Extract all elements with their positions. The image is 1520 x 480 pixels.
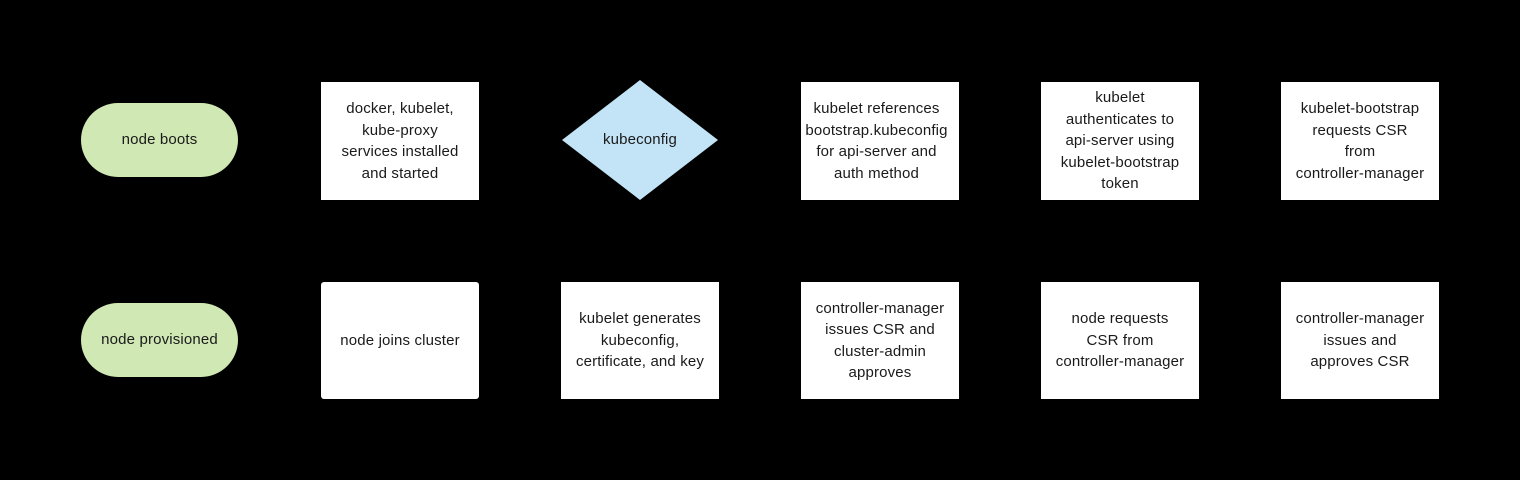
flow-node-label: node joins cluster: [340, 331, 460, 349]
flow-node-cm-issues-csr[interactable]: controller-manager issues CSR and cluste…: [801, 282, 959, 399]
flow-node-cm-issues-approves[interactable]: controller-manager issues and approves C…: [1281, 282, 1439, 399]
flow-node-node-joins-cluster[interactable]: node joins cluster: [321, 282, 479, 399]
flow-node-label: docker, kubelet, kube-proxy services ins…: [341, 100, 459, 182]
flow-node-label: kubelet generates kubeconfig, certificat…: [575, 310, 705, 371]
flow-node-kubelet-references[interactable]: kubelet references bootstrap.kubeconfig …: [801, 82, 959, 200]
flow-node-node-boots[interactable]: node boots: [81, 103, 238, 177]
flow-node-node-requests-csr[interactable]: node requests CSR from controller-manage…: [1041, 282, 1199, 399]
flow-node-label: node provisioned: [101, 331, 218, 349]
flow-node-bootstrap-requests-csr[interactable]: kubelet-bootstrap requests CSR from cont…: [1281, 82, 1439, 200]
flow-node-label: controller-manager issues CSR and cluste…: [815, 299, 945, 382]
flow-node-label: controller-manager issues and approves C…: [1295, 310, 1425, 371]
flow-node-kubelet-authenticates[interactable]: kubelet authenticates to api-server usin…: [1041, 82, 1199, 200]
flow-node-label: node requests CSR from controller-manage…: [1055, 310, 1185, 371]
flow-node-label: kubelet authenticates to api-server usin…: [1060, 89, 1180, 193]
flow-node-kubeconfig[interactable]: kubeconfig: [562, 80, 718, 200]
flow-node-node-provisioned[interactable]: node provisioned: [81, 303, 238, 377]
flow-node-services-installed[interactable]: docker, kubelet, kube-proxy services ins…: [321, 82, 479, 200]
flow-node-kubelet-generates[interactable]: kubelet generates kubeconfig, certificat…: [561, 282, 719, 399]
flow-node-label: kubelet-bootstrap requests CSR from cont…: [1295, 100, 1425, 182]
flow-node-label: kubeconfig: [602, 131, 678, 149]
flow-node-label: kubelet references bootstrap.kubeconfig …: [805, 100, 948, 182]
flow-node-label: node boots: [121, 131, 198, 149]
